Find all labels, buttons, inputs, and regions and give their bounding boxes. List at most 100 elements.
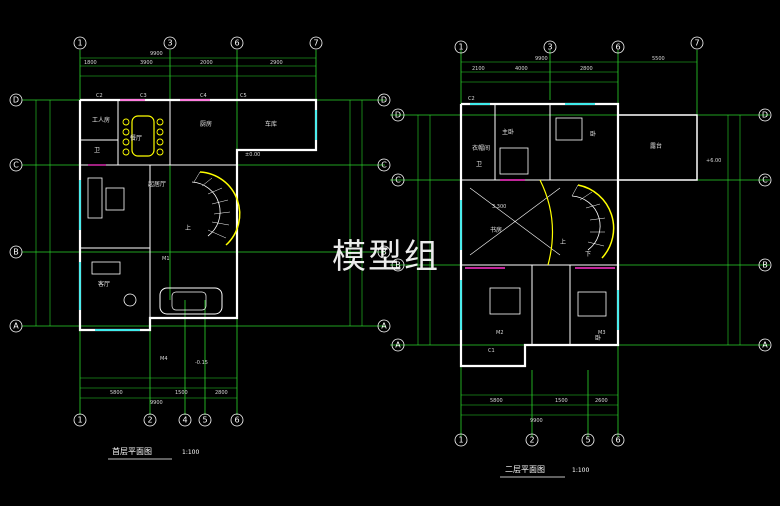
axis-bubble-2f-right-b: B (758, 258, 772, 272)
room-label-living: 客厅 (98, 280, 110, 288)
svg-text:6: 6 (615, 436, 620, 445)
axis-bubble-left-a: A (9, 319, 23, 333)
tag-level-roof: +6.00 (706, 158, 721, 164)
axis-bubble-2f-right-c: C (758, 173, 772, 187)
watermark-text: 模型组 (332, 237, 440, 277)
room-label-bed-2: 卧 (595, 334, 601, 342)
tag-m1: M1 (162, 256, 170, 262)
svg-text:D: D (381, 96, 387, 105)
room-label-closet: 衣帽间 (472, 144, 490, 152)
svg-text:C: C (13, 161, 19, 170)
second-floor-plan: 9900 2100 4000 2800 5500 9900 5800 1500 … (390, 36, 772, 478)
room-label-worker: 工人房 (92, 116, 110, 124)
svg-text:A: A (762, 341, 768, 350)
svg-text:C: C (762, 176, 768, 185)
svg-text:1: 1 (77, 416, 82, 425)
dim-total-top: 9900 (150, 51, 163, 57)
dim-total-top-2f: 9900 (535, 56, 548, 62)
svg-text:C: C (395, 176, 401, 185)
axis-bubble-2f-left-b: B (391, 258, 405, 272)
room-label-garage: 车库 (265, 120, 277, 128)
axis-bubble-right-a: A (377, 319, 391, 333)
axis-bubble-right-b: B (377, 245, 391, 259)
svg-text:6: 6 (615, 43, 620, 52)
svg-text:B: B (395, 261, 401, 270)
svg-text:6: 6 (234, 39, 239, 48)
axis-bubble-bottom-2: 2 (143, 413, 157, 427)
svg-text:6: 6 (234, 416, 239, 425)
tag-level-0: ±0.00 (245, 152, 260, 158)
room-label-bed-1: 卧 (590, 130, 596, 138)
svg-text:7: 7 (313, 39, 318, 48)
room-label-family: 起居厅 (148, 180, 166, 188)
svg-text:A: A (395, 341, 401, 350)
svg-text:1: 1 (458, 436, 463, 445)
dim-bottom-3: 2800 (215, 390, 228, 396)
dim-top-4: 2900 (270, 60, 283, 66)
axis-bubble-2f-right-a: A (758, 338, 772, 352)
room-label-kitchen: 厨房 (200, 120, 212, 128)
dim-top-2f-3: 2800 (580, 66, 593, 72)
axis-bubble-2f-bottom-1: 1 (454, 433, 468, 447)
axis-bubble-bottom-5: 5 (198, 413, 212, 427)
axis-bubble-top-6: 6 (230, 36, 244, 50)
axis-bubble-bottom-6: 6 (230, 413, 244, 427)
svg-text:A: A (381, 322, 387, 331)
plan-scale-first-floor: 1:100 (182, 449, 199, 456)
svg-text:D: D (395, 111, 401, 120)
tag-m2: M2 (496, 330, 504, 336)
room-label-up-2f: 上 (560, 238, 566, 246)
svg-text:1: 1 (77, 39, 82, 48)
axis-bubble-2f-top-6: 6 (611, 40, 625, 54)
tag-c5: C5 (240, 93, 247, 99)
tag-c2-2f: C2 (468, 96, 475, 102)
tag-c4: C4 (200, 93, 207, 99)
axis-bubble-right-d: D (377, 93, 391, 107)
dim-bottom-total: 9900 (150, 400, 163, 406)
svg-text:C: C (381, 161, 387, 170)
room-label-terrace: 露台 (650, 142, 662, 150)
dim-bottom-2f-1: 5800 (490, 398, 503, 404)
dim-top-1: 1800 (84, 60, 97, 66)
svg-text:B: B (381, 248, 387, 257)
svg-text:2: 2 (529, 436, 534, 445)
axis-bubble-bottom-4: 4 (178, 413, 192, 427)
room-label-master: 主卧 (502, 128, 514, 136)
dim-bottom-2f-2: 1500 (555, 398, 568, 404)
dim-bottom-2f-3: 2600 (595, 398, 608, 404)
dim-top-2f-4: 5500 (652, 56, 665, 62)
svg-text:1: 1 (458, 43, 463, 52)
room-label-study: 书房 (490, 226, 502, 234)
axis-bubble-2f-top-1: 1 (454, 40, 468, 54)
dim-top-2f-2: 4000 (515, 66, 528, 72)
tag-level-2f: 3.300 (492, 204, 506, 210)
svg-text:A: A (13, 322, 19, 331)
room-label-up: 上 (185, 224, 191, 232)
dim-bottom-2: 1500 (175, 390, 188, 396)
svg-text:3: 3 (547, 43, 552, 52)
axis-bubble-2f-bottom-2: 2 (525, 433, 539, 447)
axis-bubble-2f-left-c: C (391, 173, 405, 187)
axis-bubble-left-d: D (9, 93, 23, 107)
svg-text:D: D (762, 111, 768, 120)
axis-bubble-left-c: C (9, 158, 23, 172)
axis-bubble-top-3: 3 (163, 36, 177, 50)
plan-scale-second-floor: 1:100 (572, 467, 589, 474)
dim-top-3: 2000 (200, 60, 213, 66)
tag-level-neg: -0.15 (195, 360, 208, 366)
room-label-wc: 卫 (94, 147, 100, 154)
axis-bubble-2f-right-d: D (758, 108, 772, 122)
tag-m4: M4 (160, 356, 168, 362)
axis-bubble-2f-bottom-5: 5 (581, 433, 595, 447)
svg-text:3: 3 (167, 39, 172, 48)
axis-bubble-left-b: B (9, 245, 23, 259)
axis-bubble-top-7: 7 (309, 36, 323, 50)
room-label-dining: 餐厅 (130, 134, 142, 142)
tag-c1-2f: C1 (488, 348, 495, 354)
tag-m3: M3 (598, 330, 606, 336)
tag-c3: C3 (140, 93, 147, 99)
dim-bottom-1: 5800 (110, 390, 123, 396)
first-floor-plan: 9900 1800 3900 2000 2900 9900 5800 1500 … (9, 36, 391, 460)
dim-top-2f-1: 2100 (472, 66, 485, 72)
axis-bubble-2f-bottom-6: 6 (611, 433, 625, 447)
